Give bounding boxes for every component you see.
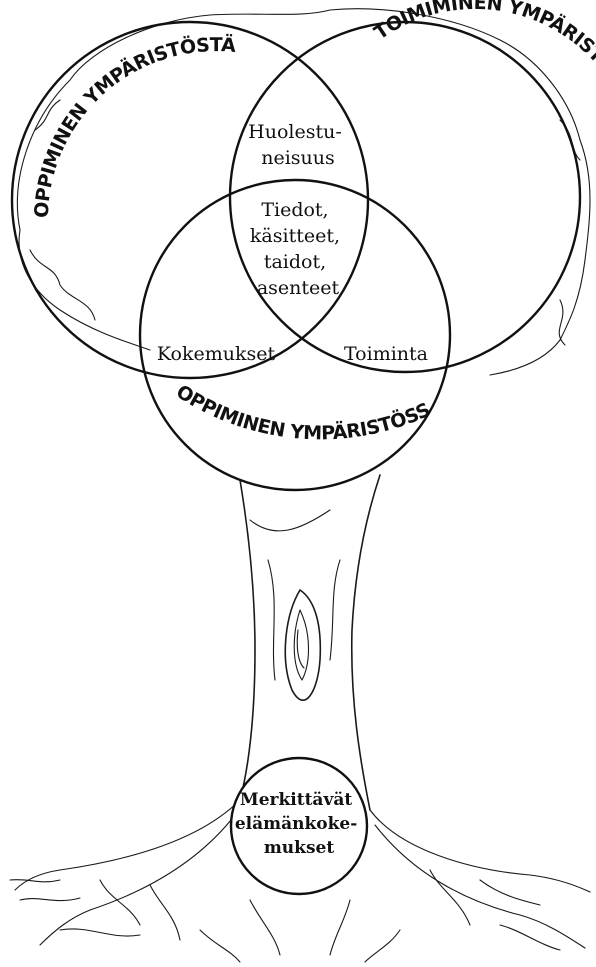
label-knowledge-skills: Tiedot, käsitteet, taidot, asenteet	[250, 199, 346, 299]
label-experiences: Kokemukset	[157, 343, 276, 365]
label-acting-for-environment: TOIMIMINEN YMPÄRISTÖN PUOLESTA	[370, 0, 596, 200]
label-learning-from-environment: OPPIMINEN YMPÄRISTÖSTÄ	[31, 32, 237, 218]
label-action: Toiminta	[344, 343, 428, 365]
circle-acting-for-environment	[230, 22, 580, 372]
label-concern: Huolestu- neisuus	[248, 121, 348, 169]
label-learning-in-environment: OPPIMINEN YMPÄRISTÖSSÄ	[0, 0, 433, 444]
